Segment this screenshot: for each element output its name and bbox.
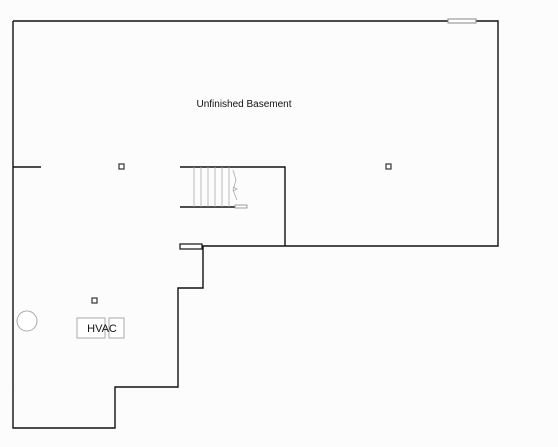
support-post xyxy=(91,297,98,304)
stairs xyxy=(193,167,248,209)
outer-wall xyxy=(12,20,499,429)
exterior-walls xyxy=(12,20,499,429)
hvac-box-secondary xyxy=(108,317,125,339)
support-post xyxy=(385,163,392,170)
water-heater-icon xyxy=(16,310,38,332)
support-posts xyxy=(91,163,392,304)
room-label-unfinished-basement: Unfinished Basement xyxy=(196,99,291,110)
stair-arrow-head xyxy=(232,186,238,192)
window xyxy=(447,18,477,24)
hvac-unit xyxy=(76,317,125,339)
hvac-box xyxy=(76,317,106,339)
support-post xyxy=(118,163,125,170)
stair-landing-marker xyxy=(234,204,248,209)
wall-ledge xyxy=(179,243,203,250)
stair-arrow xyxy=(232,169,238,201)
hvac-label: HVAC xyxy=(87,323,117,335)
